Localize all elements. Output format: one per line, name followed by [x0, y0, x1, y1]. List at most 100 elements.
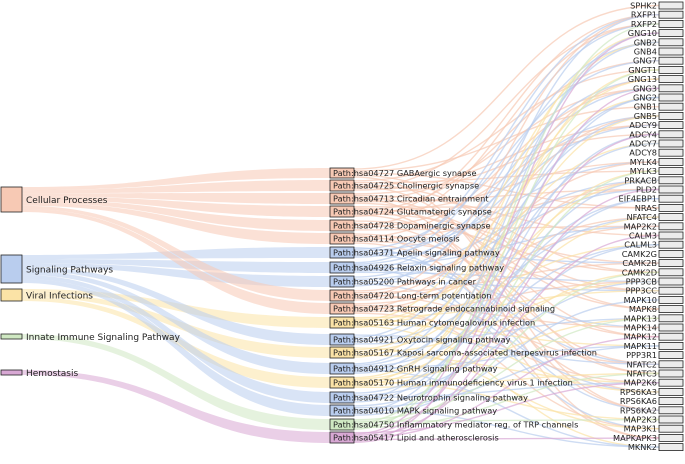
category-label: Innate Immune Signaling Pathway — [26, 333, 181, 343]
flow-pathway-to-gene — [353, 23, 660, 430]
gene-label: ADCY9 — [629, 120, 657, 130]
gene-node — [658, 203, 684, 212]
flow-category-to-pathway — [22, 259, 330, 273]
gene-label: GNG3 — [633, 83, 657, 93]
flow-category-to-pathway — [22, 205, 330, 301]
gene-node — [658, 47, 684, 56]
pathway-node — [329, 179, 355, 192]
gene-label: NFATC2 — [627, 359, 658, 369]
flow-pathway-to-gene — [353, 133, 660, 437]
pathway-label: Path:hsa04750 Inflammatory mediator reg.… — [333, 420, 578, 430]
category-node — [0, 333, 23, 340]
category-node — [0, 288, 23, 302]
flow-pathway-to-gene — [353, 69, 660, 424]
pathway-node — [329, 289, 355, 302]
gene-label: PRKACB — [624, 175, 657, 185]
gene-label: MAP2K2 — [624, 221, 657, 231]
flow-pathway-to-gene — [353, 115, 660, 299]
flow-pathway-to-gene — [353, 372, 660, 389]
pathway-label: Path:hsa04010 MAPK signaling pathway — [333, 406, 497, 416]
flow-pathway-to-gene — [353, 280, 660, 355]
gene-node — [658, 29, 684, 38]
flow-pathway-to-gene — [353, 23, 660, 189]
flow-pathway-to-gene — [353, 372, 660, 429]
pathway-node — [329, 404, 355, 417]
gene-label: CALML3 — [624, 240, 657, 250]
category-node — [0, 369, 23, 376]
gene-label: MAPK13 — [624, 313, 657, 323]
gene-label: GNB2 — [634, 37, 657, 47]
pathway-node — [329, 261, 355, 274]
gene-node — [658, 185, 684, 194]
gene-node — [658, 286, 684, 295]
pathway-label: Path:hsa05167 Kaposi sarcoma-associated … — [333, 348, 597, 358]
flow-category-to-pathway — [22, 263, 330, 287]
gene-label: NFATC4 — [627, 212, 658, 222]
pathway-label: Path:hsa04722 Neurotrophin signaling pat… — [333, 393, 528, 403]
pathway-node — [329, 362, 355, 375]
gene-node — [658, 249, 684, 258]
gene-node — [658, 148, 684, 157]
gene-label: GNGT1 — [628, 65, 657, 75]
flow-pathway-to-gene — [353, 32, 660, 401]
pathway-label: Path:hsa04114 Oocyte meiosis — [333, 234, 460, 244]
gene-label: EIF4EBP1 — [619, 194, 657, 204]
gene-node — [658, 213, 684, 222]
gene-node — [658, 369, 684, 378]
pathway-label: Path:hsa04926 Relaxin signaling pathway — [333, 263, 504, 273]
flow-category-to-pathway — [22, 334, 330, 430]
flow-pathway-to-gene — [353, 172, 660, 209]
gene-node — [658, 268, 684, 277]
gene-label: MAP2K6 — [624, 378, 657, 388]
gene-label: GNB1 — [634, 102, 657, 112]
flow-pathway-to-gene — [353, 244, 660, 407]
gene-node — [658, 295, 684, 304]
gene-label: RXFP1 — [631, 10, 657, 20]
pathway-label: Path:hsa04371 Apelin signaling pathway — [333, 248, 500, 258]
gene-node — [658, 387, 684, 396]
gene-node — [658, 157, 684, 166]
pathway-label: Path:hsa04912 GnRH signaling pathway — [333, 364, 498, 374]
gene-node — [658, 222, 684, 231]
gene-label: MYLK3 — [630, 166, 657, 176]
gene-label: MYLK4 — [630, 157, 657, 167]
pathway-label: Path:hsa04713 Circadian entrainment — [333, 194, 489, 204]
flow-pathway-to-gene — [353, 106, 660, 172]
gene-node — [658, 443, 684, 452]
gene-node — [658, 102, 684, 111]
gene-label: GNG10 — [628, 28, 657, 38]
gene-label: ADCY8 — [629, 148, 657, 158]
flow-pathway-to-gene — [353, 14, 660, 298]
gene-label: MKNK2 — [628, 442, 657, 452]
gene-node — [658, 351, 684, 360]
gene-label: PPP3CC — [626, 286, 658, 296]
gene-node — [658, 130, 684, 139]
gene-label: MAPK12 — [624, 332, 657, 342]
gene-label: CAMK2G — [622, 249, 657, 259]
pathway-label: Path:hsa04724 Glutamatergic synapse — [333, 207, 492, 217]
pathway-node — [329, 219, 355, 232]
gene-label: GNG2 — [633, 93, 657, 103]
flow-pathway-to-gene — [353, 216, 660, 301]
gene-label: RXFP2 — [631, 19, 657, 29]
gene-label: PPP3CB — [626, 277, 658, 287]
pathway-node — [329, 376, 355, 389]
gene-label: GNB4 — [634, 47, 657, 57]
pathway-node — [329, 418, 355, 431]
flow-category-to-pathway — [22, 267, 330, 345]
gene-node — [658, 240, 684, 249]
gene-node — [658, 406, 684, 415]
flow-category-to-pathway — [22, 180, 330, 194]
pathway-node — [329, 316, 355, 329]
category-label: Viral Infections — [26, 292, 93, 302]
gene-label: CAMK2D — [622, 267, 657, 277]
gene-node — [658, 305, 684, 314]
gene-node — [658, 167, 684, 176]
pathway-node — [329, 431, 355, 444]
flow-pathway-to-gene — [353, 96, 660, 329]
flow-pathway-to-gene — [353, 271, 660, 427]
flow-pathway-to-gene — [353, 87, 660, 442]
category-label: Signaling Pathways — [26, 266, 113, 276]
